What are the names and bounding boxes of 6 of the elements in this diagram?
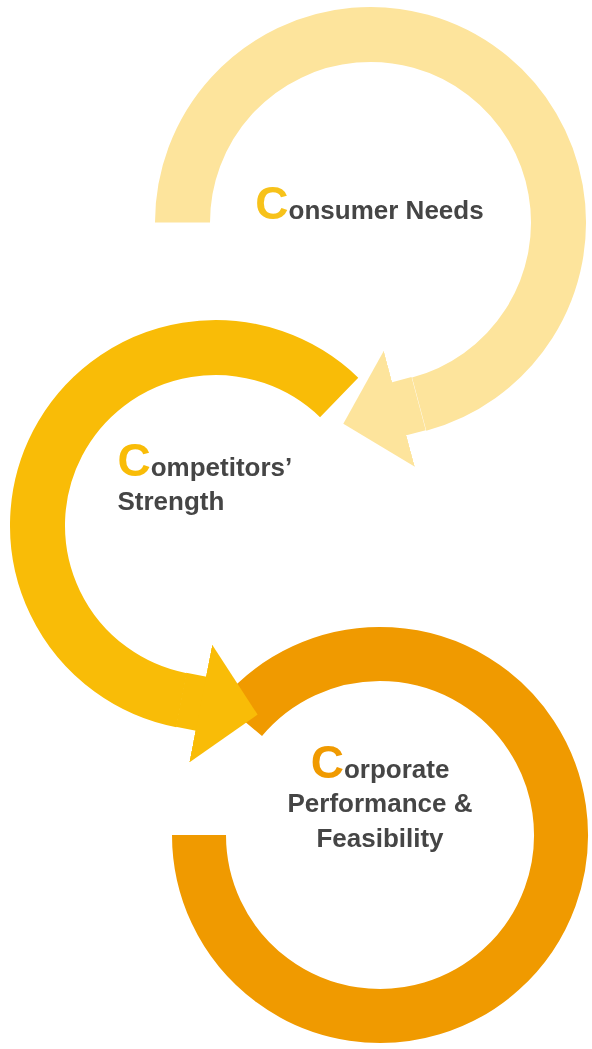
ring-shape	[172, 627, 588, 1043]
arrow	[175, 644, 258, 763]
ring-label: Competitors’ Strength	[117, 441, 292, 518]
arrow	[343, 350, 426, 467]
ring-label: Corporate Performance & Feasibility	[286, 744, 474, 855]
ring-label: Consumer Needs	[254, 184, 485, 227]
